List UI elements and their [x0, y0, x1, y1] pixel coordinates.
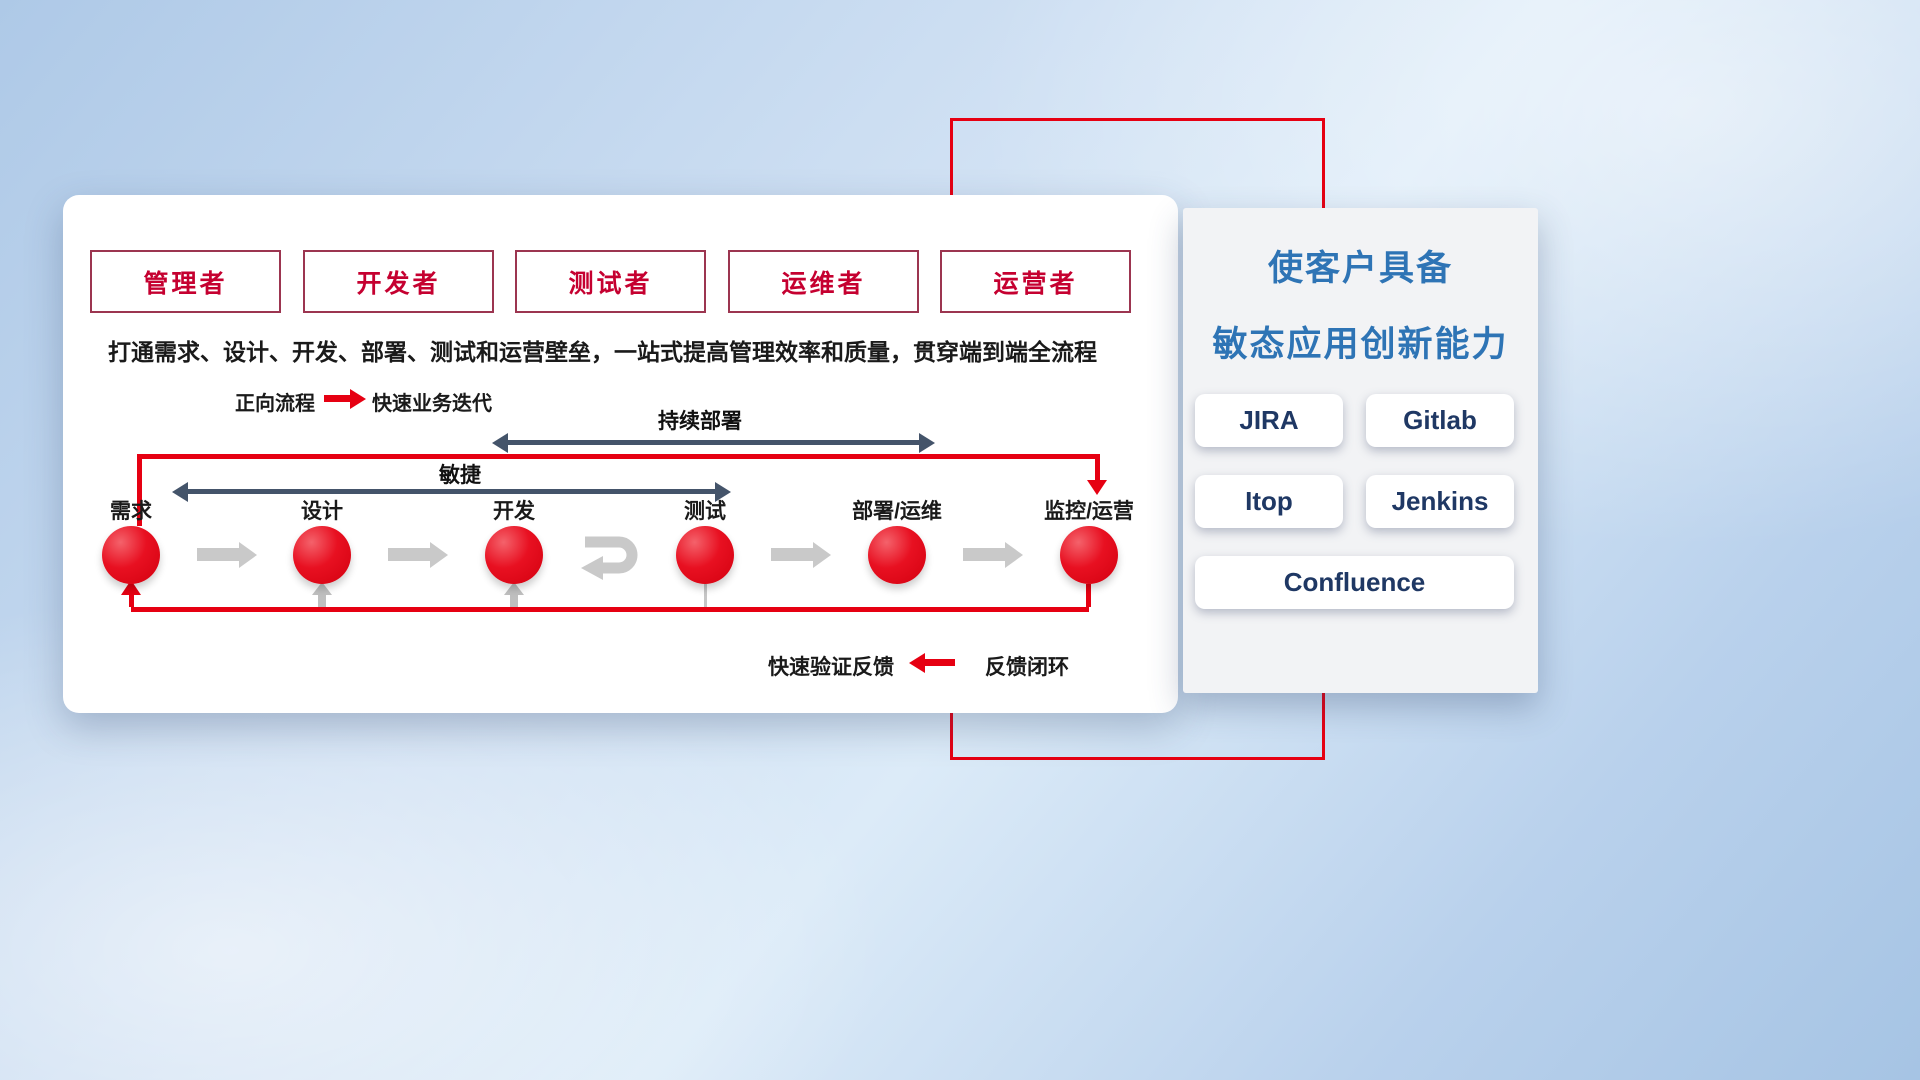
agile-span-label: 敏捷: [439, 464, 481, 487]
feedback-arrow-icon: [925, 659, 955, 666]
role-box-manager: 管理者: [90, 250, 281, 313]
stage-label-monitor-operation: 监控/运营: [1044, 500, 1134, 523]
feedback-up-arrow-icon: [510, 594, 518, 607]
feedback-connector-line: [704, 584, 707, 607]
capability-panel: 使客户具备 敏态应用创新能力 JIRA Gitlab Itop Jenkins …: [1183, 208, 1538, 693]
tool-chip-label: Itop: [1245, 486, 1293, 516]
forward-loop-line-right: [1095, 454, 1100, 482]
feedback-loop-line-right: [1086, 584, 1091, 607]
role-label: 运营者: [993, 269, 1078, 298]
role-box-ops: 运维者: [728, 250, 919, 313]
feedback-legend-desc: 快速验证反馈: [768, 656, 894, 679]
tool-chip-itop: Itop: [1195, 475, 1343, 528]
tool-chip-jenkins: Jenkins: [1366, 475, 1514, 528]
tool-chip-label: Confluence: [1283, 567, 1426, 597]
stage-circle-test: [676, 526, 734, 584]
feedback-loop-up-arrowhead-icon: [121, 580, 141, 595]
tool-chip-gitlab: Gitlab: [1366, 394, 1514, 447]
flow-arrow-icon: [771, 548, 813, 561]
tool-chip-label: Jenkins: [1391, 486, 1489, 516]
role-label: 开发者: [356, 269, 441, 298]
feedback-loop-line-bottom: [131, 607, 1089, 612]
feedback-up-arrow-icon: [318, 594, 326, 607]
stage-circle-deploy-ops: [868, 526, 926, 584]
stage-circle-monitor-operation: [1060, 526, 1118, 584]
agile-span-arrow-icon: [188, 489, 715, 494]
tool-chip-label: JIRA: [1239, 405, 1299, 435]
role-box-tester: 测试者: [515, 250, 706, 313]
stage-label-develop: 开发: [493, 500, 535, 523]
cd-span-label: 持续部署: [658, 410, 742, 433]
feedback-loop-line-left: [129, 594, 134, 607]
cd-span-arrow-icon: [508, 440, 919, 445]
flow-arrow-icon: [197, 548, 239, 561]
stage-label-requirements: 需求: [110, 500, 152, 523]
tool-chip-jira: JIRA: [1195, 394, 1343, 447]
tool-chip-label: Gitlab: [1403, 405, 1477, 435]
forward-loop-line-top: [137, 454, 1099, 459]
stage-circle-requirements: [102, 526, 160, 584]
capability-title-line1: 使客户具备: [1267, 249, 1453, 288]
stage-circle-design: [293, 526, 351, 584]
forward-legend-desc: 快速业务迭代: [372, 393, 492, 415]
feedback-up-arrowhead-icon: [312, 582, 332, 595]
panel-description: 打通需求、设计、开发、部署、测试和运营壁垒，一站式提高管理效率和质量，贯穿端到端…: [108, 339, 1097, 365]
forward-loop-line-left: [137, 454, 142, 526]
capability-title-line2: 敏态应用创新能力: [1212, 325, 1509, 364]
role-box-developer: 开发者: [303, 250, 494, 313]
stage-label-design: 设计: [301, 500, 343, 523]
role-label: 管理者: [143, 269, 228, 298]
forward-loop-down-arrowhead-icon: [1087, 480, 1107, 495]
role-label: 测试者: [568, 269, 653, 298]
role-label: 运维者: [781, 269, 866, 298]
forward-legend-label: 正向流程: [235, 393, 315, 415]
stage-label-test: 测试: [684, 500, 726, 523]
feedback-up-arrowhead-icon: [504, 582, 524, 595]
stage-label-deploy-ops: 部署/运维: [852, 500, 942, 523]
devops-flow-panel: 管理者 开发者 测试者 运维者 运营者 打通需求、设计、开发、部署、测试和运营壁…: [63, 195, 1178, 713]
flow-arrow-icon: [388, 548, 430, 561]
stage-circle-develop: [485, 526, 543, 584]
flow-arrow-icon: [963, 548, 1005, 561]
feedback-legend-label: 反馈闭环: [985, 656, 1069, 679]
iteration-loop-icon: [573, 530, 647, 587]
role-box-operator: 运营者: [940, 250, 1131, 313]
forward-arrow-icon: [324, 395, 350, 402]
tool-chip-confluence: Confluence: [1195, 556, 1514, 609]
